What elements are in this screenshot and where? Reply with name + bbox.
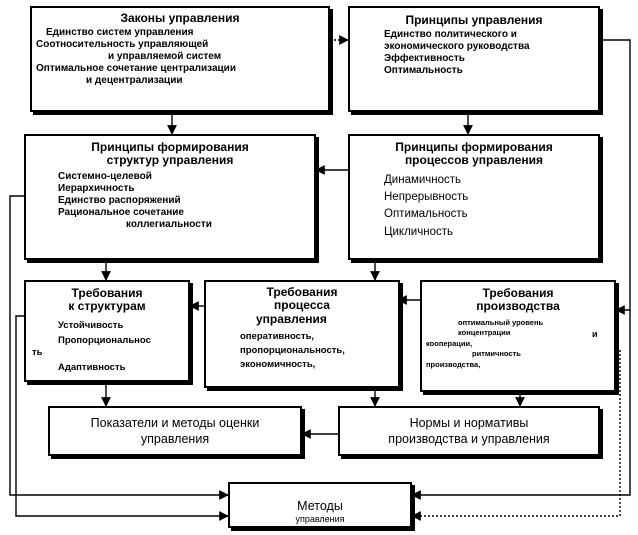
req-production-item: производства, — [426, 359, 481, 369]
indicators-box: Показатели и методы оценки управления — [48, 406, 302, 456]
processes-principles-items: Динамичность Непрерывность Оптимальность… — [350, 172, 598, 241]
structures-principles-title: Принципы формирования структур управлени… — [26, 140, 314, 168]
req-structures-title: Требования к структурам — [26, 286, 188, 314]
req-production-item: концентрации — [458, 328, 511, 338]
req-structures-box: Требования к структурам Устойчивость Про… — [24, 280, 190, 382]
processes-principles-item: Оптимальность — [384, 208, 468, 221]
structures-principles-title-line: Принципы формирования — [91, 140, 249, 154]
processes-principles-item: Динамичность — [384, 173, 462, 186]
norms-title-line: производства и управления — [388, 432, 550, 447]
req-process-title: Требования процесса управления — [206, 285, 398, 326]
req-process-box: Требования процесса управления оперативн… — [204, 280, 400, 388]
structures-principles-item: Единство распоряжений — [58, 194, 181, 206]
req-structures-item: Устойчивость — [58, 319, 124, 331]
norms-title: Нормы и нормативы производства и управле… — [340, 415, 598, 448]
structures-principles-item: Иерархичность — [58, 182, 135, 194]
structures-principles-item: Рациональное сочетание — [58, 206, 184, 218]
principles-item: экономического руководства — [384, 41, 530, 53]
req-structures-items: Устойчивость Пропорциональнос ть Адаптив… — [26, 320, 188, 374]
principles-item: Эффективность — [384, 53, 465, 65]
principles-box: Принципы управления Единство политическо… — [348, 6, 600, 112]
norms-title-line: Нормы и нормативы — [409, 416, 529, 430]
req-production-title-line: Требования — [482, 286, 554, 300]
indicators-title-line: управления — [140, 432, 210, 447]
processes-principles-item: Непрерывность — [384, 191, 469, 204]
methods-box: Методы управления — [228, 482, 412, 528]
structures-principles-item: Системно-целевой — [58, 170, 152, 182]
processes-principles-box: Принципы формирования процессов управлен… — [348, 134, 600, 260]
laws-title: Законы управления — [120, 11, 240, 25]
methods-title: Методы управления — [230, 498, 410, 526]
structures-principles-title-line: структур управления — [106, 153, 234, 168]
req-structures-title-line: к структурам — [68, 299, 146, 314]
processes-principles-title-line: процессов управления — [404, 153, 544, 168]
methods-title-line: управления — [295, 514, 345, 525]
req-production-item: оптимальный уровень — [458, 317, 544, 327]
req-process-title-line: управления — [256, 311, 327, 326]
req-process-items: оперативность, пропорциональность, эконо… — [206, 330, 398, 371]
principles-items: Единство политического и экономического … — [350, 29, 598, 77]
principles-title: Принципы управления — [405, 13, 543, 27]
arrow-principles-to-req-production — [600, 39, 631, 315]
structures-principles-box: Принципы формирования структур управлени… — [24, 134, 316, 260]
req-structures-item: ть — [32, 346, 43, 358]
processes-principles-title-line: Принципы формирования — [395, 140, 553, 154]
req-production-title: Требования производства — [422, 286, 614, 314]
req-structures-title-line: Требования — [71, 286, 143, 300]
laws-item: и управляемой систем — [108, 51, 222, 63]
req-production-box: Требования производства оптимальный уров… — [420, 280, 616, 392]
indicators-title-line: Показатели и методы оценки — [90, 416, 260, 430]
laws-item: Единство систем управления — [46, 27, 194, 39]
structures-principles-item: коллегиальности — [126, 218, 212, 230]
req-production-item: кооперации, — [426, 338, 473, 348]
principles-item: Единство политического и — [384, 29, 517, 41]
req-structures-item: Пропорциональнос — [58, 335, 151, 347]
req-process-title-line: процесса — [274, 298, 330, 313]
laws-item: Оптимальное сочетание централизации — [36, 63, 236, 75]
req-process-item: экономичность, — [240, 358, 316, 370]
processes-principles-item: Цикличность — [384, 225, 453, 238]
indicators-title: Показатели и методы оценки управления — [50, 415, 300, 448]
req-production-extra: и — [592, 328, 598, 339]
req-process-item: оперативность, — [240, 331, 315, 343]
laws-item: и децентрализации — [86, 75, 183, 87]
processes-principles-title: Принципы формирования процессов управлен… — [350, 140, 598, 168]
laws-box: Законы управления Единство систем управл… — [30, 6, 330, 112]
req-structures-item: Адаптивность — [58, 362, 126, 374]
laws-item: Соотносительность управляющей — [36, 39, 209, 51]
req-production-title-line: производства — [476, 299, 560, 314]
req-production-item: ритмичность — [472, 349, 521, 359]
req-production-items: оптимальный уровень концентрации коопера… — [422, 318, 614, 371]
req-process-item: пропорциональность, — [240, 345, 345, 357]
norms-box: Нормы и нормативы производства и управле… — [338, 406, 600, 456]
req-process-title-line: Требования — [266, 285, 338, 299]
laws-items: Единство систем управления Соотносительн… — [32, 27, 328, 87]
methods-title-line: Методы — [297, 499, 343, 513]
principles-item: Оптимальность — [384, 65, 463, 77]
structures-principles-items: Системно-целевой Иерархичность Единство … — [26, 171, 314, 231]
